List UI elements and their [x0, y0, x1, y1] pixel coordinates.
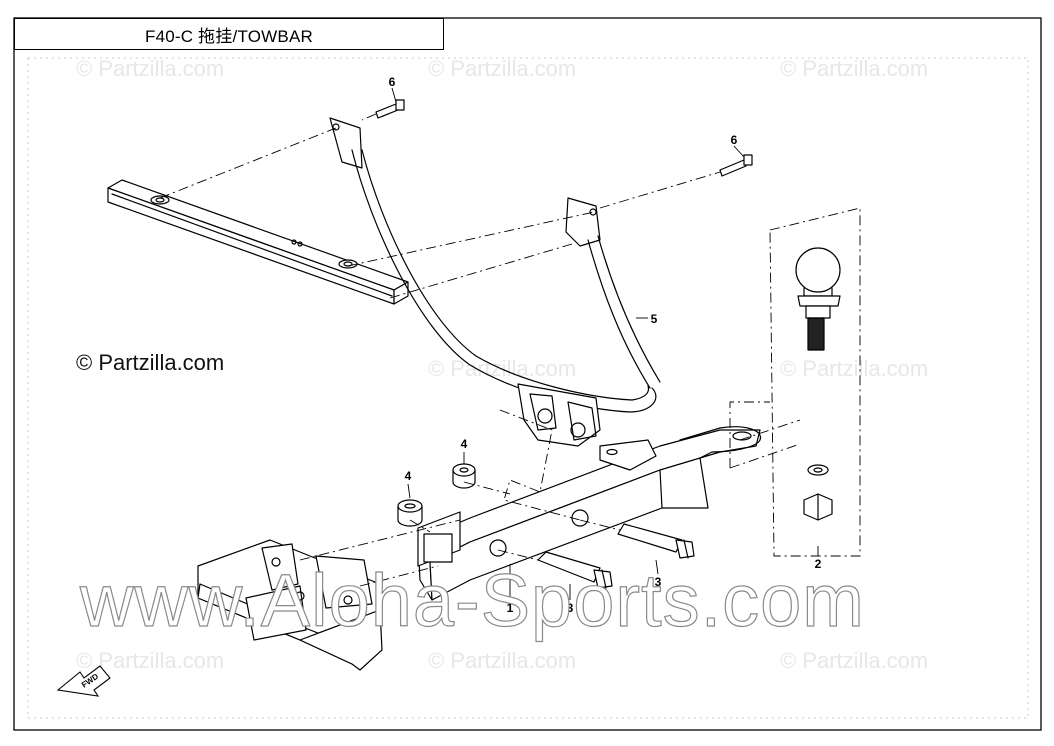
bolt-6-left [375, 99, 405, 119]
callout-4-lower: 4 [405, 469, 412, 483]
callout-1: 1 [507, 601, 514, 615]
diagram-title: F40-C 拖挂/TOWBAR [14, 18, 444, 50]
bolt-6-right [719, 154, 753, 177]
tow-bracket-tube [329, 117, 661, 447]
callout-6-right: 6 [731, 133, 738, 147]
bolt-3-upper [617, 523, 695, 559]
page-border [13, 17, 1042, 731]
watermark-aloha-sports: www.Aloha-Sports.com [79, 558, 865, 642]
bushing-4-lower [397, 499, 423, 527]
crossmember-tube [107, 179, 409, 305]
watermark-partzilla: © Partzilla.com [428, 648, 577, 673]
callout-2: 2 [815, 557, 822, 571]
diagram-title-text: F40-C 拖挂/TOWBAR [145, 26, 313, 46]
leader-lines [391, 87, 819, 600]
callout-3-upper: 3 [655, 575, 662, 589]
callout-4-upper: 4 [461, 437, 468, 451]
watermark-partzilla: © Partzilla.com [428, 356, 577, 381]
watermark-partzilla-main: © Partzilla.com [76, 350, 225, 375]
watermark-partzilla: © Partzilla.com [780, 648, 929, 673]
hitch-ball-assembly [795, 247, 841, 521]
watermark-partzilla: © Partzilla.com [76, 56, 225, 81]
callout-5: 5 [651, 312, 658, 326]
rear-frame-bracket [197, 539, 383, 671]
watermark-partzilla: © Partzilla.com [428, 56, 577, 81]
fwd-arrow-icon: FWD [56, 665, 111, 697]
bushing-4-upper [452, 463, 476, 489]
callout-3-lower: 3 [567, 601, 574, 615]
callout-6-left: 6 [389, 75, 396, 89]
bolt-3-lower [537, 551, 613, 589]
watermark-partzilla: © Partzilla.com [780, 56, 929, 81]
watermark-partzilla: © Partzilla.com [780, 356, 929, 381]
towbar-main [417, 426, 762, 601]
assembly-lines [159, 113, 861, 587]
hatch-border [27, 57, 1029, 719]
